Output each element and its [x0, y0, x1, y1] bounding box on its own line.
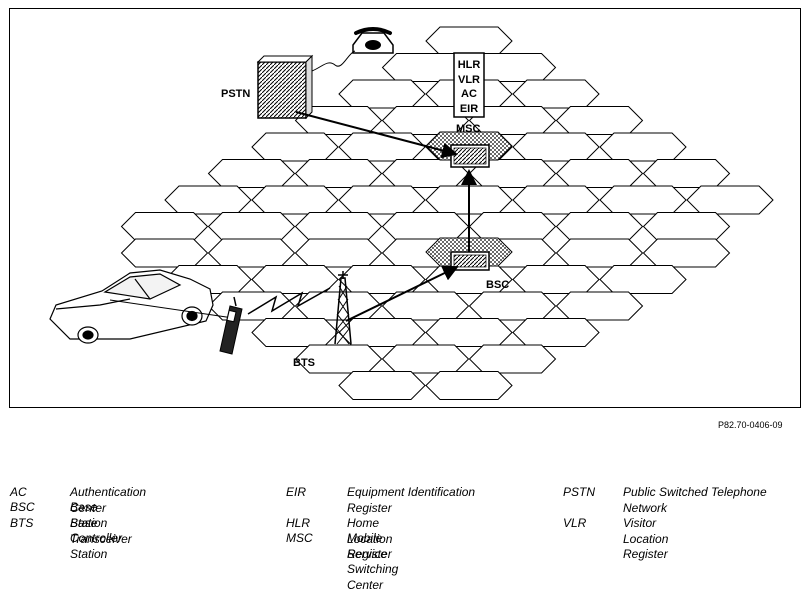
figure-reference: P82.70-0406-09 — [718, 420, 783, 430]
cell-hexagon — [425, 371, 513, 400]
bsc-label: BSC — [486, 279, 509, 291]
bts-label: BTS — [293, 357, 315, 369]
legend-def-bsc: Base Station Controller — [70, 500, 123, 545]
msc-switch-icon — [450, 144, 490, 168]
cell-hexagon — [425, 26, 513, 56]
cell-hexagon — [512, 318, 600, 347]
cell-hexagon — [555, 291, 644, 321]
car-icon — [49, 269, 214, 344]
legend-def-msc: Mobile Service Switching Center — [347, 531, 399, 592]
msc-register-hlr: HLR — [458, 59, 481, 71]
cell-hexagon — [338, 132, 426, 162]
cell-hexagon — [512, 265, 600, 294]
telephone-cord — [311, 50, 356, 72]
cell-hexagon — [251, 318, 339, 347]
msc-label: MSC — [456, 123, 481, 135]
cell-hexagon — [294, 238, 383, 268]
cell-hexagon — [468, 291, 557, 321]
cell-hexagon — [207, 238, 296, 268]
legend-abbr-pstn: PSTN — [563, 485, 596, 499]
cell-hexagon — [120, 212, 209, 241]
cell-hexagon — [599, 265, 687, 294]
cell-hexagon — [468, 344, 557, 374]
cell-hexagon — [338, 371, 426, 400]
cell-hexagon — [642, 212, 731, 241]
telephone-icon — [352, 27, 394, 54]
bts-to-bsc-link — [345, 265, 459, 322]
cell-hexagon — [555, 106, 644, 135]
network-diagram: HLR VLR AC EIR — [9, 8, 801, 408]
legend-abbr-eir: EIR — [286, 485, 307, 499]
cell-hexagon — [555, 238, 644, 268]
cell-hexagon — [251, 265, 339, 294]
msc-register-eir: EIR — [460, 103, 478, 115]
cell-hexagon — [642, 238, 731, 268]
cell-hexagon — [207, 159, 296, 188]
legend-def-pstn: Public Switched Telephone Network — [623, 485, 767, 515]
cell-hexagon — [555, 212, 644, 241]
cell-hexagon — [425, 318, 513, 347]
legend-abbr-bsc: BSC — [10, 500, 35, 514]
pstn-label: PSTN — [221, 88, 250, 100]
cell-hexagon — [294, 159, 383, 188]
cell-hexagon-grid — [120, 26, 774, 400]
legend-def-bts: Base Transceiver Station — [70, 516, 132, 561]
legend-abbr-hlr: HLR — [286, 516, 311, 530]
legend-abbr-msc: MSC — [286, 531, 313, 545]
cell-hexagon — [251, 185, 339, 215]
cell-hexagon — [642, 159, 731, 188]
cell-hexagon — [120, 238, 209, 268]
legend-def-ac: Authentication Center — [70, 485, 147, 515]
cell-hexagon — [555, 159, 644, 188]
radio-link-zigzag — [247, 287, 331, 315]
cell-hexagon — [468, 212, 557, 241]
cell-hexagon — [207, 212, 296, 241]
bts-tower-icon — [334, 271, 352, 345]
legend-abbr-bts: BTS — [10, 516, 34, 530]
car-to-tower-link — [109, 299, 241, 320]
msc-register-ac: AC — [461, 88, 477, 100]
cell-hexagon — [294, 212, 383, 241]
msc-register-box — [453, 52, 485, 118]
network-diagram-svg: HLR VLR AC EIR — [49, 26, 774, 400]
pstn-to-msc-link — [295, 111, 458, 159]
cell-hexagon — [251, 132, 339, 162]
cell-hexagon — [599, 185, 687, 215]
msc-register-vlr: VLR — [458, 74, 480, 86]
cell-hexagon — [338, 185, 426, 215]
cell-hexagon — [381, 212, 470, 241]
cell-hexagon — [512, 132, 600, 162]
legend-abbr-ac: AC — [10, 485, 27, 499]
legend-abbr-vlr: VLR — [563, 516, 587, 530]
cell-hexagon — [686, 185, 774, 215]
pstn-exchange-icon — [256, 54, 314, 120]
cell-hexagon — [338, 318, 426, 347]
cell-hexagon — [512, 79, 600, 109]
cell-hexagon — [164, 185, 252, 215]
mobile-handset-icon — [219, 296, 243, 355]
cell-hexagon — [381, 344, 470, 374]
cell-hexagon — [512, 185, 600, 215]
bsc-controller-icon — [450, 251, 490, 271]
cell-hexagon — [338, 79, 426, 109]
cell-hexagon — [294, 344, 383, 374]
cell-hexagon — [599, 132, 687, 162]
legend-def-eir: Equipment Identification Register — [347, 485, 476, 515]
legend-def-vlr: Visitor Location Register — [623, 516, 669, 561]
